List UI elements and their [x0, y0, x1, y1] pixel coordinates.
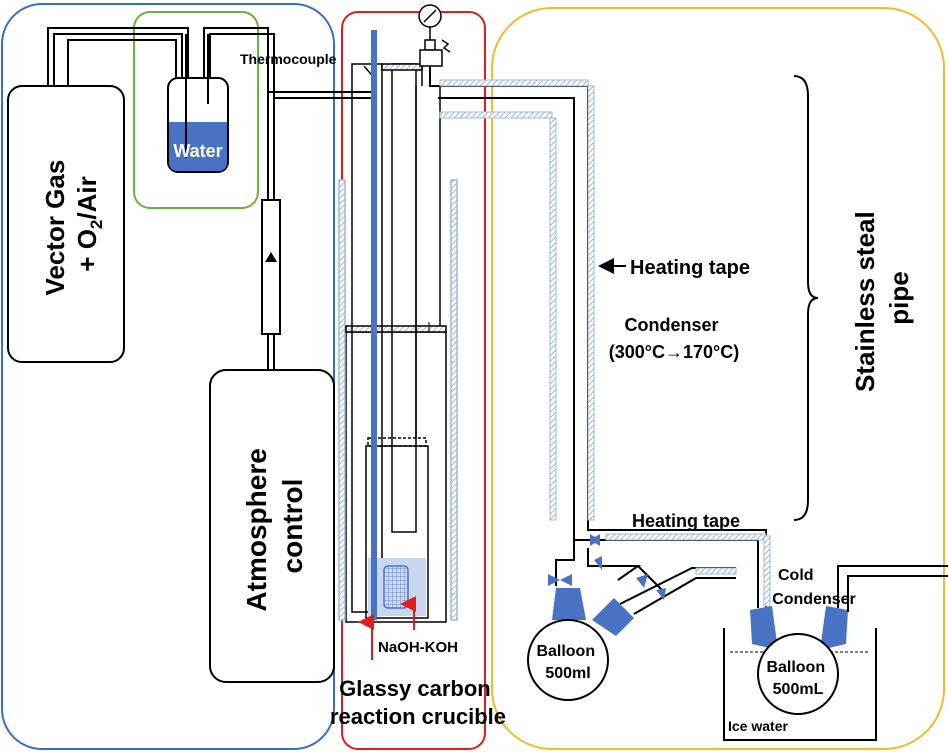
- valves: [548, 534, 666, 600]
- thermocouple-rod: [371, 30, 377, 620]
- heating-tape-horizontal-label: Heating tape: [632, 511, 740, 531]
- water-panel: [133, 11, 259, 209]
- stainless-bracket: [793, 75, 819, 521]
- cold-condenser-pipes: [837, 565, 948, 612]
- heating-tape-vertical-outer: [587, 85, 595, 521]
- balloon-left-label: Balloon 500ml: [536, 643, 599, 682]
- heating-tape-lower: [439, 111, 553, 119]
- pressure-gauge: [418, 4, 451, 67]
- heating-tape-upper: [439, 79, 589, 87]
- atmosphere-control-label: Atmosphere control: [241, 440, 308, 611]
- stainless-label: Stainless steal pipe: [850, 204, 914, 392]
- vector-gas-label: Vector Gas + O2/Air: [40, 152, 106, 295]
- thermocouple-label: Thermocouple: [240, 51, 337, 67]
- condenser-panel: [491, 7, 945, 750]
- atmosphere-control-box: [209, 369, 335, 683]
- naoh-koh-label: NaOH-KOH: [378, 639, 458, 656]
- heating-tape-horizontal-v: [763, 535, 771, 607]
- crucible-label: Glassy carbon reaction crucible: [330, 676, 506, 729]
- heating-tape-vertical-label: Heating tape: [630, 257, 750, 279]
- balloon-left: Balloon 500ml: [527, 588, 634, 701]
- water-label: Water: [173, 141, 222, 161]
- heating-tape-horizontal: [605, 533, 767, 541]
- lower-pipe: [596, 529, 767, 608]
- left-panel: [1, 3, 335, 750]
- reactor: [338, 63, 458, 623]
- vector-gas-box: [7, 85, 125, 363]
- cold-condenser-label: Cold Condenser: [772, 567, 856, 608]
- ice-water-label: Ice water: [728, 718, 788, 734]
- heating-tape-vertical-inner: [549, 117, 557, 521]
- balloon-right: Balloon 500mL: [750, 606, 848, 715]
- flowmeter: [261, 199, 281, 335]
- water-bottle: Water: [167, 34, 229, 173]
- condenser-label: Condenser (300°C→170°C): [609, 315, 739, 362]
- balloon-right-label: Balloon 500mL: [766, 659, 829, 698]
- branch-insulation: [695, 567, 737, 575]
